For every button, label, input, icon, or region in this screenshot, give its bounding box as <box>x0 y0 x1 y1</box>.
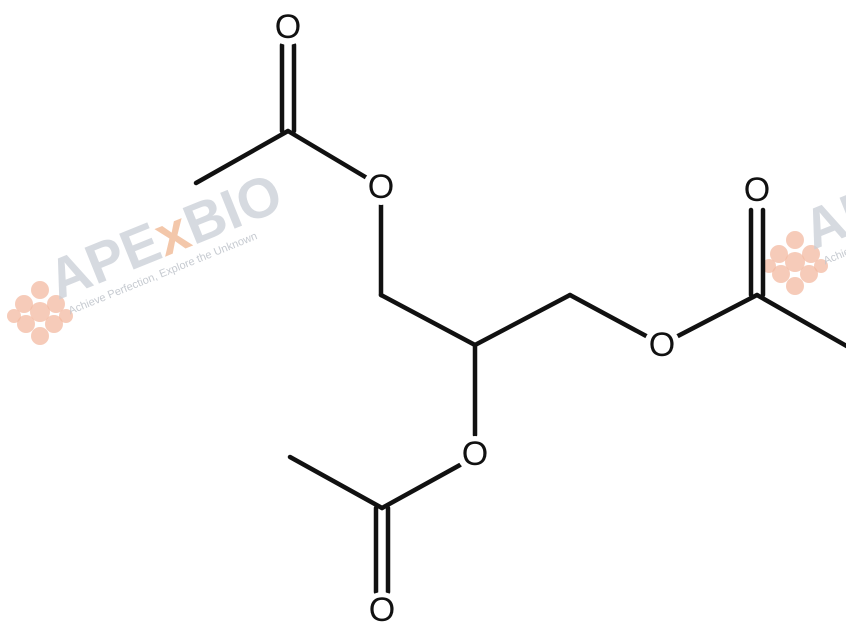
watermark-logo-icon <box>762 231 828 295</box>
svg-text:O: O <box>368 168 394 206</box>
svg-text:O: O <box>275 8 301 46</box>
bond-right-ch2-o <box>567 292 651 340</box>
atom-o-right-ester: O <box>644 326 680 364</box>
bond-bottom-methyl <box>287 454 385 511</box>
watermark-logo-icon <box>7 281 73 345</box>
watermark-right: APE Achieve Perfection, Explore the Unkn… <box>762 160 846 295</box>
svg-text:O: O <box>369 591 395 629</box>
atom-o-middle-ester: O <box>457 435 493 473</box>
bonds <box>193 42 846 595</box>
bond-ch-ch2-right <box>472 292 573 348</box>
bond-right-methyl <box>754 292 846 349</box>
bond-middle-ester <box>379 462 463 511</box>
svg-text:O: O <box>462 435 488 473</box>
atom-o-top-carbonyl: O <box>270 8 306 46</box>
atom-o-bottom-carbonyl: O <box>364 591 400 629</box>
bond-top-ester <box>285 128 370 181</box>
bond-right-ester <box>673 292 760 340</box>
watermark-left: APExBIO Achieve Perfection, Explore the … <box>7 161 290 345</box>
atom-o-top-ester: O <box>363 168 399 206</box>
atom-o-right-carbonyl: O <box>739 171 775 209</box>
atoms: O O O O O O <box>270 8 775 629</box>
svg-text:O: O <box>744 171 770 209</box>
bond-ch2-ch-left <box>378 292 478 348</box>
bond-top-methyl <box>193 128 291 186</box>
svg-text:O: O <box>649 326 675 364</box>
